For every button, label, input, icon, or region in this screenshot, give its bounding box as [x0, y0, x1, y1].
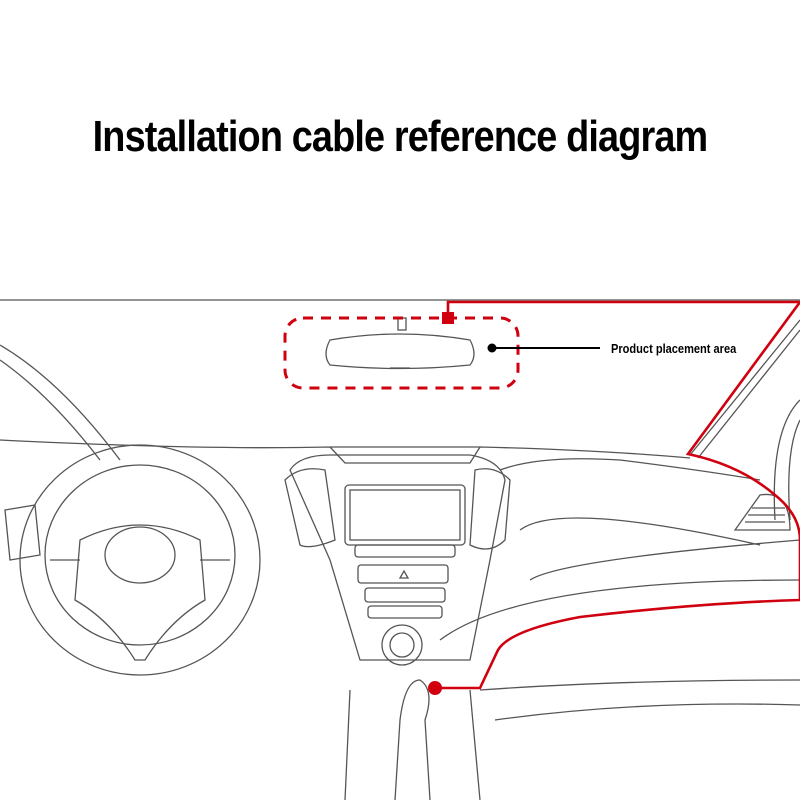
callout-label: Product placement area	[611, 341, 737, 356]
dashboard-top	[0, 439, 691, 464]
center-buttons	[354, 544, 456, 666]
right-vent-slats	[745, 507, 785, 523]
right-door	[773, 399, 800, 521]
left-a-pillar	[0, 344, 121, 461]
product-placement-area	[283, 316, 520, 390]
screen-inner	[349, 489, 461, 541]
diagram-title: Installation cable reference diagram	[92, 112, 709, 161]
left-center-vent	[284, 468, 336, 548]
right-center-vent	[469, 468, 511, 550]
power-socket-point	[428, 681, 442, 695]
right-a-pillar	[689, 319, 800, 459]
steering-wheel	[19, 444, 261, 676]
cable-route	[437, 300, 800, 690]
dashboard-panel	[439, 458, 800, 721]
infotainment-screen	[344, 484, 466, 546]
gear-shifter	[344, 679, 481, 800]
left-vent	[4, 504, 41, 561]
center-stack	[289, 454, 506, 661]
callout-dot	[487, 343, 497, 353]
rearview-mirror	[325, 317, 475, 370]
